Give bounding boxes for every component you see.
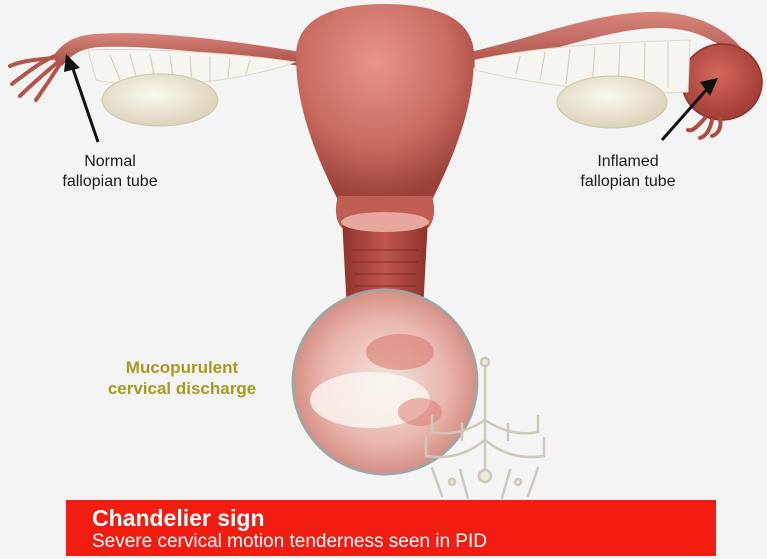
banner-title: Chandelier sign (92, 505, 716, 531)
cervical-view (293, 290, 477, 474)
right-ovary (557, 76, 667, 128)
uterine-body (296, 4, 474, 200)
normal-tube-label: Normal fallopian tube (30, 152, 190, 192)
banner-subtitle: Severe cervical motion tenderness seen i… (92, 531, 716, 553)
chandelier-sign-banner: Chandelier sign Severe cervical motion t… (66, 500, 716, 556)
discharge-label: Mucopurulent cervical discharge (62, 357, 302, 399)
left-ovary (102, 74, 218, 126)
inflamed-tube-label: Inflamed fallopian tube (548, 152, 708, 192)
